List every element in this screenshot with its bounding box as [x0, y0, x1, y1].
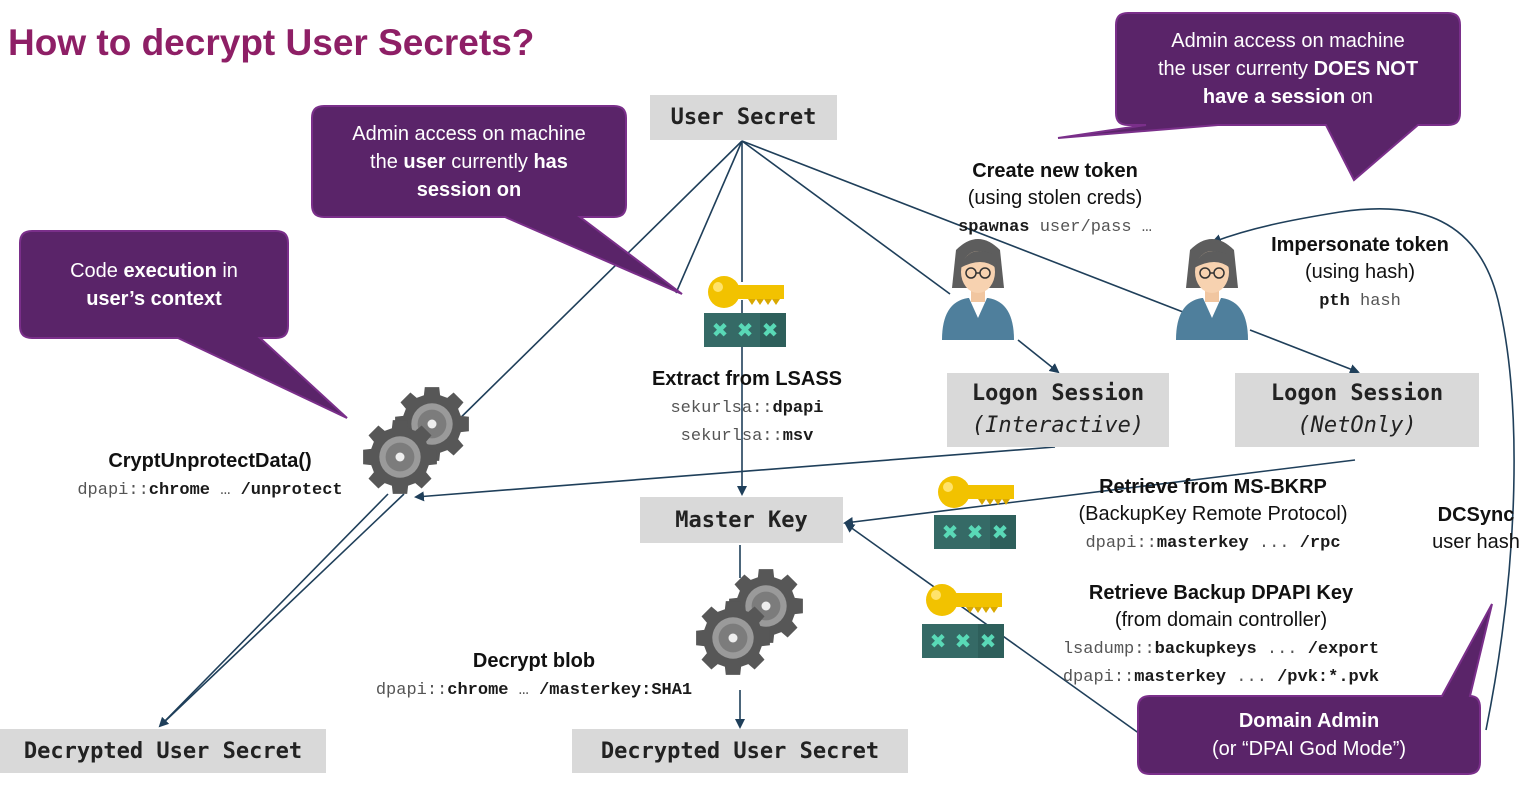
user-secret-label: User Secret: [670, 105, 817, 130]
method-subtitle: (using stolen creds): [967, 187, 1143, 209]
password-field-icon: [704, 313, 786, 347]
callout-domain-admin: Domain Admin (or “DPAI God Mode”): [1140, 698, 1478, 772]
callout-text: Admin access on machine: [352, 123, 586, 145]
command-text-bold: /unprotect: [240, 481, 343, 500]
decrypt-blob-label: Decrypt blob dpapi::chrome … /masterkey:…: [332, 648, 736, 703]
method-subtitle: (BackupKey Remote Protocol): [1078, 503, 1348, 525]
dcsync-label: DCSync user hash: [1420, 502, 1532, 556]
ms-bkrp-label: Retrieve from MS-BKRP (BackupKey Remote …: [1040, 474, 1386, 556]
command-text: hash: [1349, 292, 1401, 311]
command-text: dpapi::: [375, 681, 448, 700]
method-title: Decrypt blob: [472, 650, 596, 672]
master-key-label: Master Key: [675, 507, 808, 533]
method-title: DCSync: [1437, 504, 1515, 526]
command-text: ...: [1226, 668, 1278, 687]
command-text: user/pass …: [1029, 218, 1152, 237]
decrypted-secret-label: Decrypted User Secret: [600, 738, 880, 764]
create-token-label: Create new token (using stolen creds) sp…: [924, 158, 1186, 240]
connectors: [158, 140, 1515, 735]
decrypted-secret-node-left: Decrypted User Secret: [0, 729, 326, 773]
password-field-icon: [922, 624, 1004, 658]
key-icon: [926, 584, 1002, 616]
decrypted-secret-label: Decrypted User Secret: [23, 738, 303, 764]
callout-text: Code: [70, 260, 124, 282]
callout-text-bold: have a session: [1202, 86, 1346, 108]
logon-session-interactive-node: Logon Session (Interactive): [947, 373, 1169, 447]
callout-text-bold: user’s context: [86, 288, 222, 310]
callout-text-bold: DOES NOT: [1313, 58, 1419, 80]
callout-text: on: [1345, 86, 1374, 108]
logon-session-netonly-node: Logon Session (NetOnly): [1235, 373, 1479, 447]
key-icon: [708, 276, 784, 308]
callout-text: (or “DPAI God Mode”): [1211, 738, 1407, 760]
callout-text-bold: session on: [416, 179, 522, 201]
callout-text: in: [216, 260, 238, 282]
command-text-bold: /export: [1307, 640, 1380, 659]
decrypted-secret-node-center: Decrypted User Secret: [572, 729, 908, 773]
command-text-bold: backupkeys: [1154, 640, 1257, 659]
command-text: dpapi::: [1062, 668, 1135, 687]
command-text-bold: :*.pvk: [1317, 668, 1380, 687]
command-text-bold: masterkey: [1134, 668, 1227, 687]
method-subtitle: user hash: [1432, 531, 1520, 553]
method-title: Retrieve Backup DPAPI Key: [1088, 582, 1354, 604]
backup-dpapi-key-label: Retrieve Backup DPAPI Key (from domain c…: [1026, 580, 1416, 690]
command-text-bold: msv: [782, 427, 814, 446]
impersonate-token-label: Impersonate token (using hash) pth hash: [1244, 232, 1476, 314]
method-subtitle: (from domain controller): [1114, 609, 1328, 631]
password-field-icon: [934, 515, 1016, 549]
master-key-node: Master Key: [640, 497, 843, 543]
command-text-bold: masterkey: [1156, 534, 1249, 553]
command-text: sekurlsa::: [680, 427, 783, 446]
command-text-bold: spawnas: [958, 218, 1030, 237]
command-text: sekurlsa::: [670, 399, 773, 418]
user-avatar-icon: [941, 238, 1015, 341]
method-title: Retrieve from MS-BKRP: [1099, 476, 1327, 498]
page-title: How to decrypt User Secrets?: [8, 22, 535, 63]
method-title: Impersonate token: [1271, 234, 1449, 256]
lsass-label: Extract from LSASS sekurlsa::dpapi sekur…: [616, 366, 878, 449]
command-text: …: [508, 681, 540, 700]
callout-text: currently: [445, 151, 534, 173]
command-text-bold: /masterkey: [539, 681, 642, 700]
callout-text: the user currenty: [1157, 58, 1314, 80]
command-text: ...: [1256, 640, 1308, 659]
callout-shapes: [19, 12, 1493, 775]
callout-admin-has-session: Admin access on machine the user current…: [314, 108, 624, 216]
callout-admin-no-session: Admin access on machine the user current…: [1118, 15, 1458, 123]
command-text-bold: chrome: [148, 481, 210, 500]
method-title: Create new token: [972, 160, 1138, 182]
callout-text-bold: execution: [123, 260, 217, 282]
method-subtitle: (using hash): [1304, 261, 1416, 283]
command-text-bold: pth: [1319, 292, 1350, 311]
logon-type-label: (NetOnly): [1297, 413, 1417, 438]
crypt-unprotect-label: CryptUnprotectData() dpapi::chrome … /un…: [40, 448, 380, 503]
command-text-bold: /rpc: [1299, 534, 1341, 553]
command-text-bold: /pvk: [1277, 668, 1318, 687]
method-title: CryptUnprotectData(): [108, 450, 312, 472]
logon-session-label: Logon Session: [971, 381, 1145, 406]
command-text-bold: :SHA1: [641, 681, 693, 700]
user-secret-node: User Secret: [650, 95, 837, 140]
callout-text-bold: has: [533, 151, 568, 173]
callout-code-execution: Code execution in user’s context: [22, 233, 286, 337]
callout-text-bold: Domain Admin: [1238, 710, 1380, 732]
command-text: dpapi::: [77, 481, 149, 500]
logon-session-label: Logon Session: [1270, 381, 1444, 406]
callout-text-bold: user: [403, 151, 446, 173]
command-text: lsadump::: [1062, 640, 1155, 659]
logon-type-label: (Interactive): [971, 413, 1145, 438]
command-text-bold: dpapi: [772, 399, 824, 418]
command-text-bold: chrome: [447, 681, 509, 700]
command-text: …: [210, 481, 241, 500]
callout-text: Admin access on machine: [1171, 30, 1405, 52]
user-avatar-icon: [1175, 238, 1249, 341]
method-title: Extract from LSASS: [651, 368, 843, 390]
command-text: ...: [1248, 534, 1300, 553]
callout-text: the: [370, 151, 404, 173]
command-text: dpapi::: [1085, 534, 1157, 553]
